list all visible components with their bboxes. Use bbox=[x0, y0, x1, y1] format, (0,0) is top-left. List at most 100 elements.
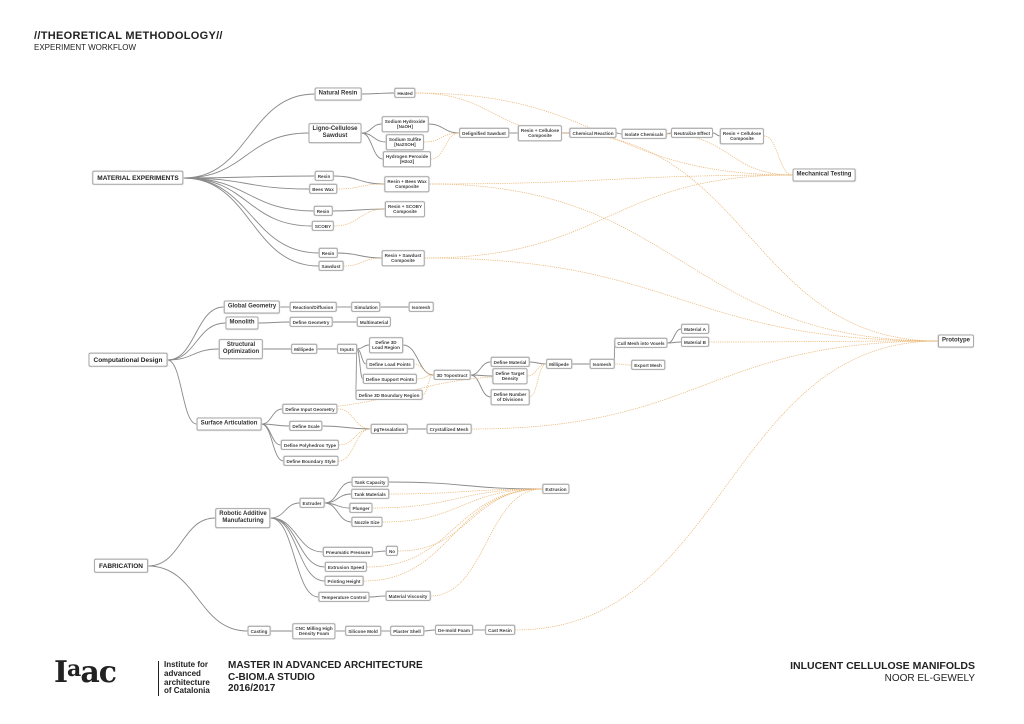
node-naoh: Sodium Hydroxide [NaOH] bbox=[381, 116, 429, 132]
node-ext: Extruder bbox=[299, 497, 325, 509]
solid-edge bbox=[712, 132, 720, 137]
solid-edge bbox=[337, 252, 382, 259]
dashed-edge bbox=[527, 363, 547, 377]
academic-year: 2016/2017 bbox=[228, 683, 276, 694]
dashed-edge bbox=[398, 488, 543, 552]
solid-edge bbox=[388, 481, 543, 490]
program-name: MASTER IN ADVANCED ARCHITECTURE bbox=[228, 660, 423, 671]
node-dtd: Define Target Density bbox=[492, 368, 528, 384]
node-iso2: Isomesh bbox=[589, 358, 615, 370]
solid-edge bbox=[270, 517, 319, 598]
node-mono: Monolith bbox=[225, 316, 259, 330]
solid-edge bbox=[183, 177, 310, 190]
node-d3l: Define 3D Load Region bbox=[369, 337, 403, 353]
node-rsd: Resin + Sawdust Composite bbox=[381, 250, 425, 266]
node-rcc1: Resin + Cellulose Composite bbox=[517, 125, 563, 141]
node-h2o2: Hydrogen Peroxide [H2o2] bbox=[382, 151, 432, 167]
node-dg: Define Geometry bbox=[289, 316, 333, 328]
solid-edge bbox=[324, 493, 352, 504]
node-rbw: Resin + Bees Wax Composite bbox=[384, 176, 430, 192]
dashed-edge bbox=[337, 408, 371, 430]
dashed-edge bbox=[338, 428, 371, 462]
project-info: INLUCENT CELLULOSE MANIFOLDS NOOR EL-GEW… bbox=[790, 660, 975, 685]
dashed-edge bbox=[372, 488, 543, 509]
program-info: MASTER IN ADVANCED ARCHITECTURE C-BIOM.A… bbox=[228, 660, 423, 695]
node-dmat: Define Material bbox=[490, 356, 530, 368]
node-tess: pgTessalation bbox=[370, 423, 408, 435]
node-fab: FABRICATION bbox=[94, 558, 148, 574]
solid-edge bbox=[183, 132, 309, 179]
node-extr: Extrusion bbox=[542, 483, 570, 495]
dashed-edge bbox=[424, 132, 460, 143]
solid-edge bbox=[183, 177, 314, 212]
solid-edge bbox=[183, 177, 319, 267]
solid-edge bbox=[373, 550, 386, 553]
node-rsc: Resin + SCOBY Composite bbox=[384, 201, 426, 217]
dashed-edge bbox=[429, 174, 793, 185]
solid-edge bbox=[258, 321, 290, 324]
node-pl: Plunger bbox=[349, 502, 373, 514]
node-ma: Material A bbox=[681, 323, 709, 335]
institute-name: Institute for advanced architecture of C… bbox=[158, 660, 210, 697]
node-pp: Pneumatic Pressure bbox=[322, 546, 374, 558]
node-dpt: Define Polyhedron Type bbox=[280, 439, 340, 451]
solid-edge bbox=[369, 595, 386, 598]
node-proto: Prototype bbox=[937, 334, 975, 348]
node-tm: Tank Materials bbox=[351, 488, 389, 500]
dashed-edge bbox=[424, 257, 938, 342]
node-es: Extrusion Speed bbox=[324, 561, 368, 573]
solid-edge bbox=[428, 123, 460, 134]
solid-edge bbox=[261, 408, 283, 425]
solid-edge bbox=[667, 341, 682, 344]
node-iso1: Isomesh bbox=[408, 301, 434, 313]
solid-edge bbox=[616, 132, 622, 135]
page-subtitle: EXPERIMENT WORKFLOW bbox=[34, 43, 137, 52]
dashed-edge bbox=[614, 363, 632, 366]
node-nr: Natural Resin bbox=[314, 87, 362, 101]
node-dsp: Define Support Points bbox=[362, 373, 418, 385]
solid-edge bbox=[333, 175, 385, 185]
dashed-edge bbox=[382, 488, 543, 523]
dashed-edge bbox=[336, 183, 385, 190]
dashed-edge bbox=[764, 135, 793, 176]
author-name: NOOR EL-GEWELY bbox=[884, 672, 975, 684]
dashed-edge bbox=[413, 363, 434, 376]
node-tcn: Temperature Control bbox=[318, 591, 370, 603]
solid-edge bbox=[147, 517, 216, 567]
node-ns: Nozzle Size bbox=[351, 516, 383, 528]
project-title: INLUCENT CELLULOSE MANIFOLDS bbox=[790, 660, 975, 672]
solid-edge bbox=[529, 361, 547, 365]
node-ic: Isolate Chemicals bbox=[621, 128, 667, 140]
solid-edge bbox=[270, 502, 300, 519]
solid-edge bbox=[470, 374, 491, 398]
dashed-edge bbox=[471, 340, 938, 430]
node-ne: Neutralize Effect bbox=[671, 127, 713, 139]
node-dlp: Define Load Points bbox=[366, 358, 414, 370]
solid-edge bbox=[261, 423, 284, 462]
node-rcc2: Resin + Cellulose Composite bbox=[719, 128, 765, 144]
solid-edge bbox=[356, 344, 370, 350]
node-bw: Bees Wax bbox=[309, 183, 337, 195]
node-dsc: Define Scale bbox=[289, 420, 323, 432]
solid-edge bbox=[261, 423, 290, 427]
solid-edge bbox=[361, 132, 384, 160]
solid-edge bbox=[470, 361, 491, 376]
node-tc: Tank Capacity bbox=[351, 476, 389, 488]
node-na2s: Sodium Sulfite [Na2SOH] bbox=[385, 134, 425, 150]
node-ram: Robotic Additive Manufacturing bbox=[215, 508, 271, 528]
node-mm: Multimaterial bbox=[356, 316, 392, 328]
dashed-edge bbox=[334, 208, 385, 227]
node-dbs: Define Boundary Style bbox=[283, 455, 339, 467]
dashed-edge bbox=[424, 174, 793, 259]
node-sa: Surface Articulation bbox=[196, 417, 262, 431]
dashed-edge bbox=[562, 132, 938, 342]
solid-edge bbox=[324, 481, 352, 504]
dashed-edge bbox=[417, 374, 434, 380]
solid-edge bbox=[167, 359, 197, 425]
node-ps: Plaster Shell bbox=[390, 625, 424, 637]
node-mb: Material B bbox=[681, 336, 709, 348]
node-ds: Delignified Sawdust bbox=[459, 127, 509, 139]
solid-edge bbox=[356, 348, 364, 380]
node-sm: Silicone Mold bbox=[345, 625, 381, 637]
solid-edge bbox=[667, 328, 682, 344]
